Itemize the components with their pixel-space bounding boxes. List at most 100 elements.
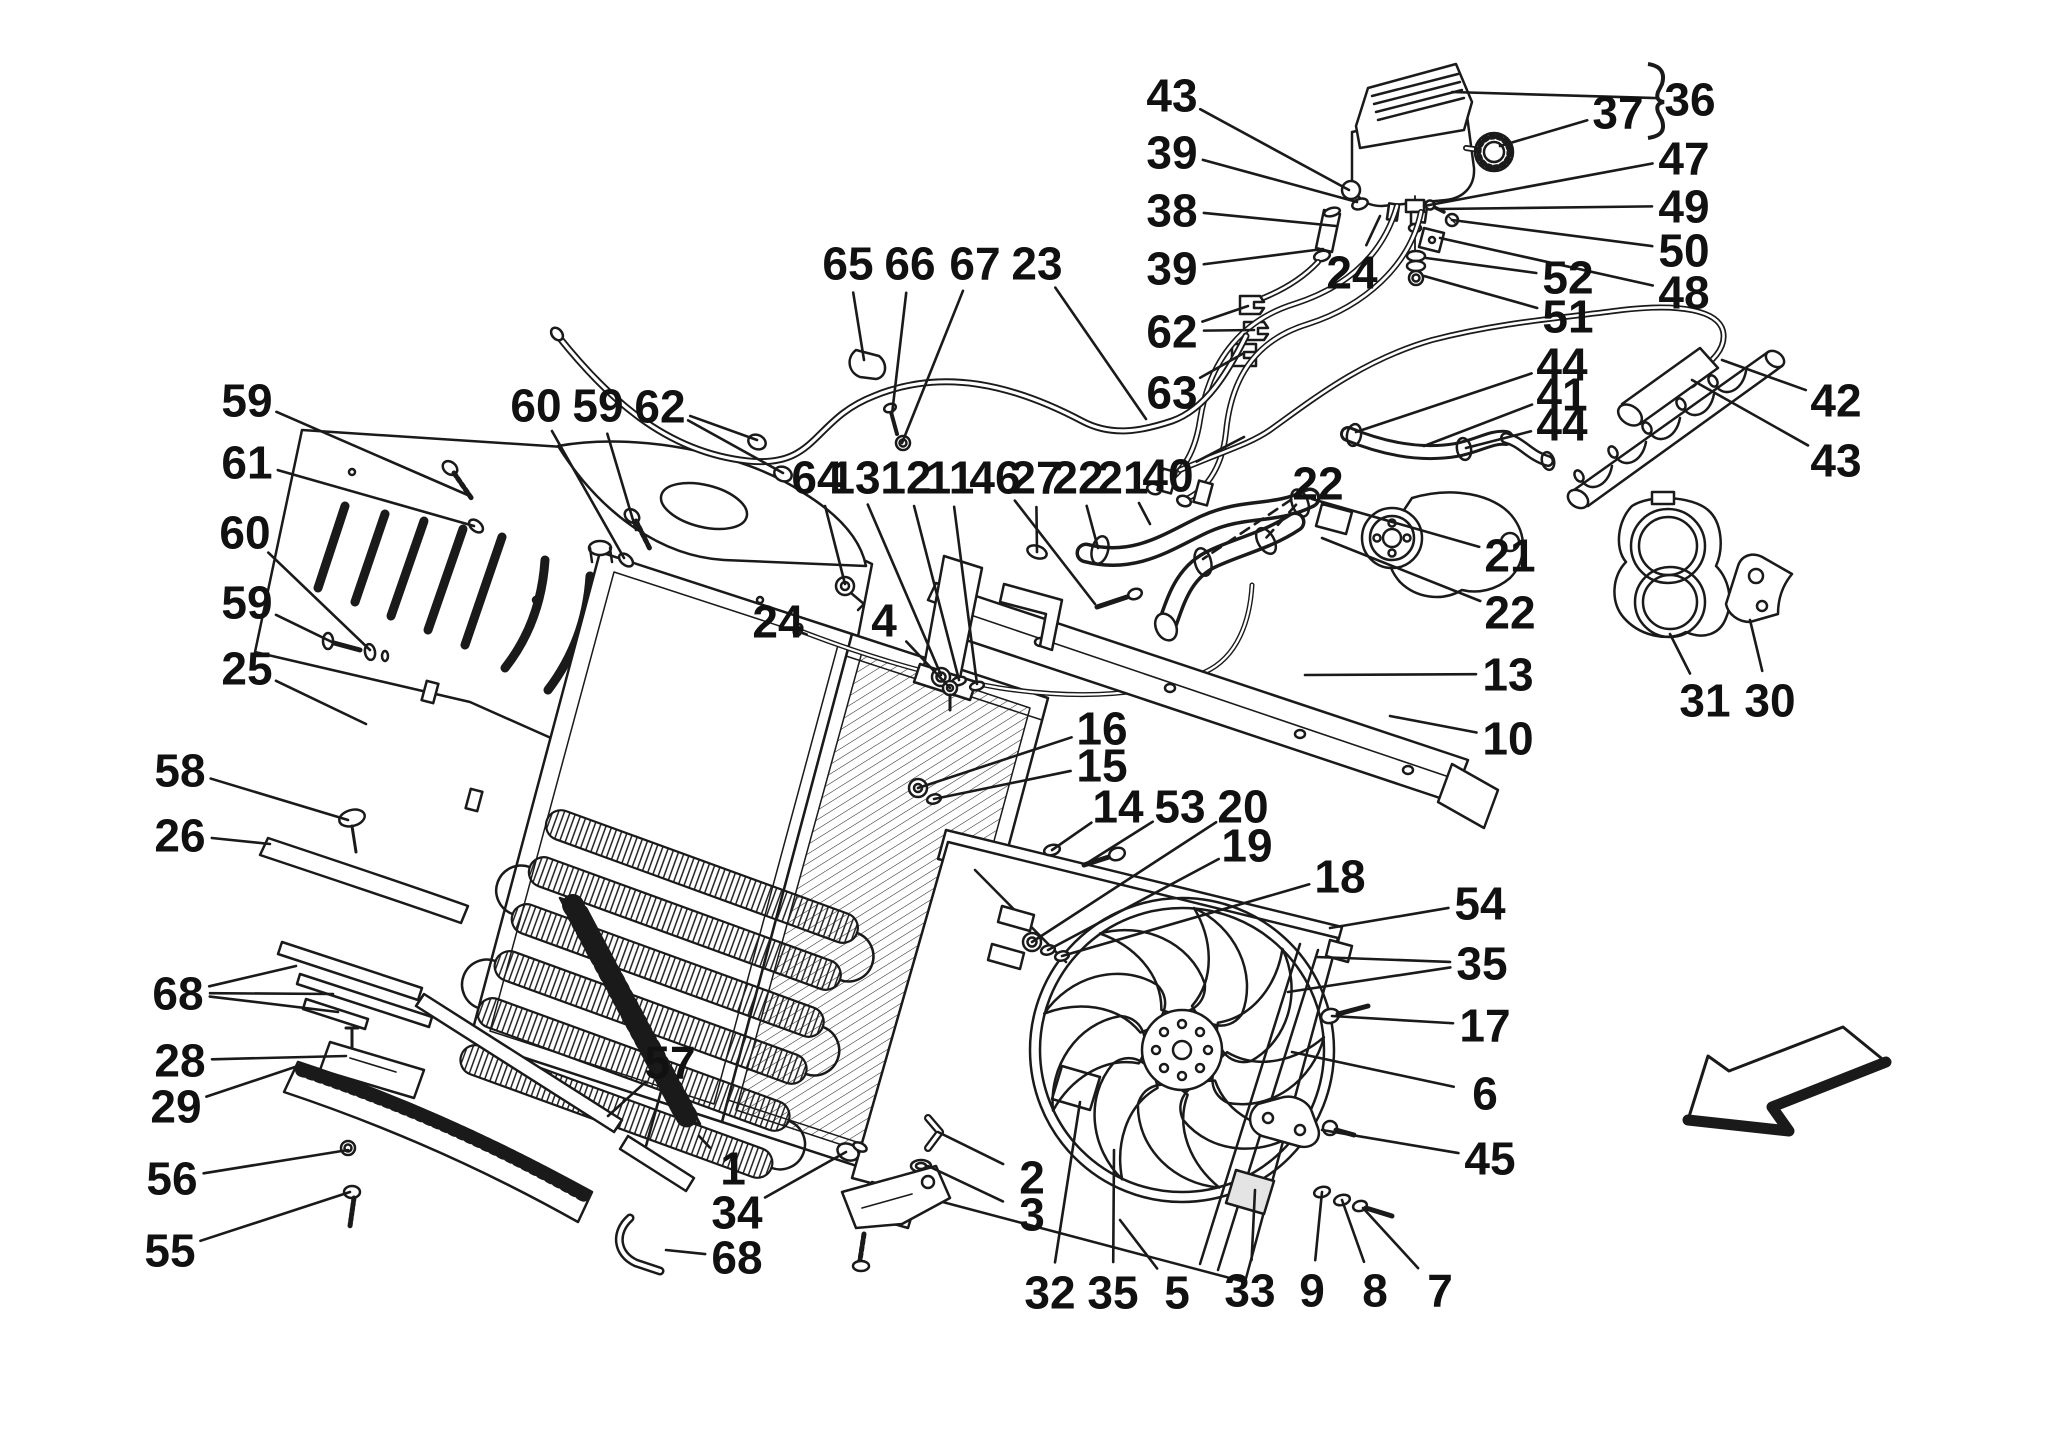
callout-43-label: 43 (1146, 70, 1197, 122)
tank-cap (1473, 131, 1515, 173)
leader-line-44 (1464, 429, 1533, 450)
callout-44-label: 44 (1536, 339, 1588, 391)
leader-line-7 (1361, 1206, 1420, 1270)
leader-line-33 (1250, 1188, 1257, 1262)
callout-34-label: 34 (711, 1187, 763, 1239)
leader-line-52 (1424, 256, 1538, 275)
leader-line-59 (274, 613, 338, 646)
water-pump (1314, 491, 1525, 599)
callout-59-label: 59 (221, 375, 272, 427)
callout-27-label: 27 (1010, 452, 1061, 504)
callout-37-label: 37 (1592, 87, 1643, 139)
callout-41-label: 41 (1536, 369, 1587, 421)
leader-line-50 (1450, 218, 1654, 248)
callout-51-label: 51 (1542, 291, 1593, 343)
pump-hose (1340, 422, 1556, 472)
callout-24-label: 24 (1326, 247, 1378, 299)
callout-48-label: 48 (1658, 267, 1709, 319)
leader-line-62 (686, 419, 785, 475)
leader-line-47 (1422, 162, 1654, 208)
leader-line-11 (952, 505, 979, 686)
leader-line-22 (1320, 536, 1482, 603)
callout-17-label: 17 (1459, 1000, 1510, 1052)
callout-21-label: 21 (1097, 452, 1148, 504)
leader-line-56 (202, 1148, 350, 1175)
leader-line-54 (1328, 906, 1450, 930)
leader-line-34 (763, 1150, 848, 1199)
cooling-fan (1025, 898, 1335, 1207)
leader-line-14 (1050, 821, 1093, 852)
leader-line-65 (851, 291, 866, 362)
callout-24-label: 24 (752, 596, 804, 648)
leader-line-9 (1313, 1190, 1324, 1262)
callout-13-label: 13 (829, 452, 880, 504)
callout-29-label: 29 (150, 1081, 201, 1133)
callout-47-label: 47 (1658, 133, 1709, 185)
leader-line-43 (1690, 378, 1810, 447)
callout-46-label: 46 (969, 452, 1020, 504)
leader-line-62 (1201, 304, 1250, 323)
callout-7-label: 7 (1427, 1265, 1453, 1317)
callout-15-label: 15 (1076, 740, 1127, 792)
leader-line-5 (1118, 1218, 1159, 1270)
leader-line-27 (1035, 505, 1039, 554)
leader-line-61 (276, 468, 476, 528)
support-bracket-30 (1724, 553, 1794, 624)
callout-1-label: 1 (720, 1143, 746, 1195)
callout-6-label: 6 (1472, 1068, 1498, 1120)
callout-20-label: 20 (1217, 781, 1268, 833)
leader-line-13 (866, 503, 943, 677)
leader-line-57 (644, 1089, 663, 1148)
callout-8-label: 8 (1362, 1265, 1388, 1317)
radiator-hose-lower (1153, 511, 1306, 642)
callout-10-label: 10 (1482, 713, 1533, 765)
leader-line-51 (1422, 274, 1539, 310)
callout-2-label: 2 (1019, 1152, 1045, 1204)
callout-64-label: 64 (791, 452, 843, 504)
callout-49-label: 49 (1658, 181, 1709, 233)
callout-68-label: 68 (711, 1232, 762, 1284)
leader-line-40 (1195, 435, 1246, 463)
leader-line-19 (1046, 857, 1220, 952)
leader-line-45 (1320, 1128, 1460, 1155)
leader-line-20 (1030, 820, 1218, 944)
shroud-hardware (1249, 1003, 1395, 1219)
leader-line-32 (1053, 1100, 1082, 1264)
leader-line-68 (207, 964, 298, 988)
callout-31-label: 31 (1679, 675, 1730, 727)
leader-line-2 (936, 1130, 1005, 1166)
callout-42-label: 42 (1810, 375, 1861, 427)
leader-line-24 (798, 630, 808, 636)
leader-line-62 (688, 414, 759, 442)
leader-line-41 (1422, 403, 1534, 448)
leader-line-57 (606, 1080, 648, 1118)
leader-line-35 (1111, 1148, 1116, 1264)
callout-22-label: 22 (1292, 458, 1343, 510)
callout-32-label: 32 (1024, 1267, 1075, 1319)
leader-line-25 (274, 679, 368, 726)
leader-line-68 (208, 991, 335, 996)
leader-line-22 (1201, 498, 1293, 561)
callout-35-label: 35 (1456, 938, 1507, 990)
callout-56-label: 56 (146, 1153, 197, 1205)
leader-line-63 (1198, 351, 1246, 380)
callout-35-label: 35 (1087, 1267, 1138, 1319)
callout-44-label: 44 (1536, 399, 1588, 451)
leader-line-60 (550, 429, 626, 560)
leader-line-21 (1310, 497, 1481, 549)
callout-60-label: 60 (219, 507, 270, 559)
leader-line-60 (266, 551, 372, 652)
lower-moldings (258, 808, 696, 1276)
leader-line-59 (606, 432, 638, 532)
leader-line-10 (1388, 714, 1478, 734)
callout-16-label: 16 (1076, 703, 1127, 755)
leader-line-28 (210, 1054, 348, 1061)
callout-25-label: 25 (221, 643, 272, 695)
callout-22-label: 22 (1052, 452, 1103, 504)
fan-shroud (850, 828, 1354, 1284)
leader-line-67 (900, 289, 965, 445)
callout-3-label: 3 (1019, 1189, 1045, 1241)
leader-line-68 (208, 995, 340, 1014)
